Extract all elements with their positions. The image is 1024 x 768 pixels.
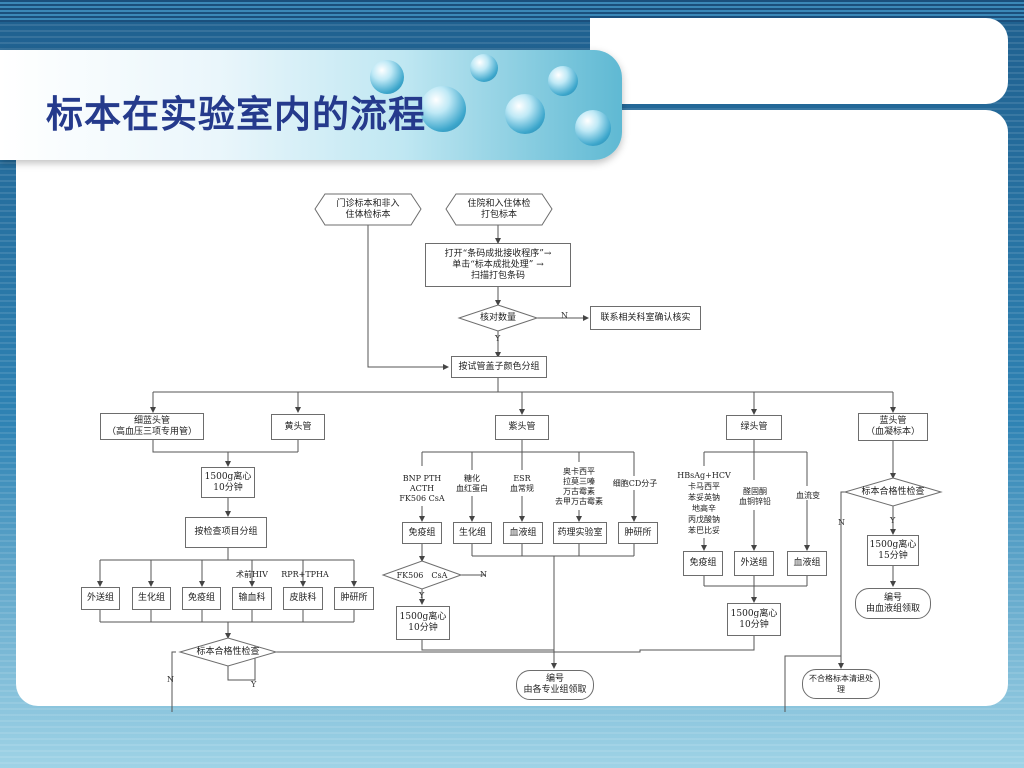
tumor-institute-purple-node: 肿研所: [618, 522, 658, 544]
header-panel: [590, 18, 1008, 104]
edge-label-y: Y: [251, 680, 257, 689]
yellow-tube-node: 黄头管: [271, 414, 325, 440]
blood-group-purple-node: 血液组: [503, 522, 543, 544]
open-program-node: 打开“条码成批接收程序”→ 单击“标本成批处理” → 扫描打包条码: [425, 243, 571, 287]
qualified-check-left-node: 标本合格性检查: [196, 646, 260, 657]
pharmacology-lab-node: 药理实验室: [553, 522, 607, 544]
fk506-diamond: [381, 560, 463, 590]
molecule-decoration: [548, 66, 578, 96]
rpr-tpha-label: RPR+TPHA: [281, 569, 329, 579]
tumor-institute-left-node: 肿研所: [334, 587, 374, 610]
transfusion-dept-node: 输血科: [232, 587, 272, 610]
inpatient-shape: [445, 193, 553, 226]
molecule-decoration: [420, 86, 466, 132]
outsource-group-left-node: 外送组: [81, 587, 120, 610]
edge-label-n: N: [167, 675, 174, 684]
cd-molecule-label: 细胞CD分子: [612, 478, 658, 488]
drugs-label: 奥卡西平 拉莫三嗪 万古霉素 去甲万古霉素: [555, 467, 603, 506]
centrifuge-10min-purple-node: 1500g离心 10分钟: [396, 606, 450, 640]
page-title: 标本在实验室内的流程: [46, 93, 426, 136]
outpatient-shape: [314, 193, 422, 226]
outpatient-specimen-node: 门诊标本和非入 住体检标本: [336, 199, 400, 220]
green-tube-node: 绿头管: [726, 415, 782, 440]
hba1c-label: 糖化 血红蛋白: [456, 474, 488, 493]
biochem-group-left-node: 生化组: [132, 587, 171, 610]
molecule-decoration: [470, 54, 498, 82]
fk506-check-node: FK506 CsA: [396, 570, 448, 580]
hemorheology-label: 血流变: [796, 490, 820, 500]
bnp-items-label: BNP PTH ACTH FK506 CsA: [399, 474, 445, 503]
immuno-group-left-node: 免疫组: [182, 587, 221, 610]
immuno-group-green-node: 免疫组: [683, 551, 723, 576]
code-by-groups-node: 编号 由各专业组领取: [516, 670, 594, 700]
verify-count-node: 核对数量: [479, 312, 516, 323]
qualified-check-right-node: 标本合格性检查: [861, 486, 925, 497]
molecule-decoration: [370, 60, 404, 94]
centrifuge-15min-node: 1500g离心 15分钟: [867, 535, 919, 566]
hbsag-items-label: HBsAg+HCV 卡马西平 苯妥英钠 地高辛 丙戊酸钠 苯巴比妥: [677, 471, 731, 535]
thin-blue-tube-node: 细蓝头管 （高血压三项专用管）: [100, 413, 204, 440]
title-banner: [0, 50, 622, 160]
edge-label-y: Y: [890, 516, 896, 525]
group-by-item-node: 按检查项目分组: [185, 517, 267, 548]
edge-label-y: Y: [495, 334, 501, 343]
esr-label: ESR 血常规: [510, 474, 534, 493]
immuno-group-purple-node: 免疫组: [402, 522, 442, 544]
centrifuge-10min-left-node: 1500g离心 10分钟: [201, 467, 255, 498]
edge-label-n: N: [561, 311, 568, 320]
molecule-decoration: [575, 110, 611, 146]
code-blood-group-node: 编号 由血液组领取: [855, 588, 931, 619]
verify-diamond: [457, 304, 539, 332]
sort-by-color-node: 按试管盖子颜色分组: [451, 356, 547, 378]
qualified-right-diamond: [843, 477, 943, 507]
biochem-group-purple-node: 生化组: [453, 522, 492, 544]
qualified-left-diamond: [178, 637, 278, 667]
centrifuge-10min-green-node: 1500g离心 10分钟: [727, 603, 781, 636]
reject-specimen-node: 不合格标本清退处 理: [802, 669, 880, 699]
edge-label-n: N: [838, 518, 845, 527]
contact-dept-node: 联系相关科室确认核实: [590, 306, 701, 330]
blue-tube-node: 蓝头管 （血凝标本）: [858, 413, 928, 441]
edge-label-n: N: [480, 570, 487, 579]
purple-tube-node: 紫头管: [495, 415, 549, 440]
molecule-decoration: [505, 94, 545, 134]
outsource-group-green-node: 外送组: [734, 551, 774, 576]
aldosterone-label: 醛固酮 血铜锌铅: [739, 487, 771, 506]
top-stripe-band: [0, 0, 1024, 22]
blood-group-green-node: 血液组: [787, 551, 827, 576]
preop-hiv-label: 术前HIV: [236, 569, 268, 579]
dermatology-dept-node: 皮肤科: [283, 587, 323, 610]
inpatient-specimen-node: 住院和入住体检 打包标本: [467, 199, 531, 220]
edge-label-y: Y: [419, 591, 425, 600]
